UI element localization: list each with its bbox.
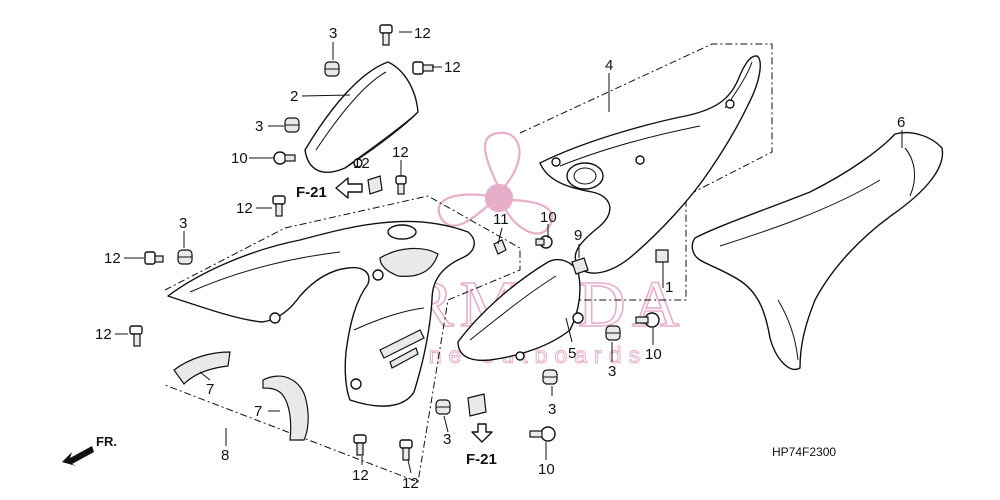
callout-11: 11 xyxy=(493,211,509,228)
trim-strip-part-7a xyxy=(173,351,231,385)
callout-8: 8 xyxy=(221,447,229,464)
grommet-icon xyxy=(177,249,193,265)
callout-10: 10 xyxy=(540,209,557,226)
callout-10: 10 xyxy=(231,150,248,167)
grommet-icon xyxy=(284,117,300,133)
callout-12: 12 xyxy=(402,475,419,492)
callout-3: 3 xyxy=(548,401,556,418)
screw-icon xyxy=(379,24,393,46)
screw-icon xyxy=(129,325,143,347)
front-direction-arrow-icon xyxy=(62,446,94,466)
callout-12: 12 xyxy=(414,25,431,42)
callout-10: 10 xyxy=(538,461,555,478)
callout-5: 5 xyxy=(568,345,576,362)
guard-part-6 xyxy=(691,131,944,371)
reference-label: F-21 xyxy=(466,451,497,468)
callout-12: 12 xyxy=(392,144,409,161)
clip-nut-icon xyxy=(367,175,383,195)
leader-lines xyxy=(115,31,903,474)
reference-arrow-icon xyxy=(471,423,493,443)
side-panel-part-4 xyxy=(539,55,761,274)
bolt-icon xyxy=(529,426,556,442)
left-assembly-box xyxy=(164,195,521,483)
screw-icon xyxy=(399,439,413,461)
reference-label: F-21 xyxy=(296,184,327,201)
callout-12: 12 xyxy=(95,326,112,343)
right-assembly-box xyxy=(519,43,773,301)
clip-nut-icon xyxy=(655,249,669,263)
callout-9: 9 xyxy=(574,227,582,244)
callout-1: 1 xyxy=(665,279,673,296)
watermark-propeller-logo xyxy=(437,131,554,235)
callout-4: 4 xyxy=(605,57,613,74)
callout-12: 12 xyxy=(352,467,369,484)
reference-arrow-icon xyxy=(335,177,363,199)
clip-nut-icon xyxy=(467,393,487,417)
screw-icon xyxy=(395,175,407,195)
grommet-icon xyxy=(542,369,558,385)
trim-strip-part-7b xyxy=(262,375,309,441)
callout-3: 3 xyxy=(329,25,337,42)
callout-2: 2 xyxy=(290,88,298,105)
callout-12: 12 xyxy=(236,200,253,217)
upper-cover-part-2 xyxy=(304,61,419,173)
diagram-code: HP74F2300 xyxy=(772,445,836,459)
bolt-icon xyxy=(273,151,296,165)
screw-icon xyxy=(353,434,367,456)
grommet-icon xyxy=(324,61,340,77)
grommet-icon xyxy=(435,399,451,415)
callout-3: 3 xyxy=(255,118,263,135)
bolt-icon xyxy=(635,312,660,328)
grommet-icon xyxy=(605,325,621,341)
clip-nut-icon xyxy=(493,239,507,255)
callout-3: 3 xyxy=(608,363,616,380)
callout-7: 7 xyxy=(206,381,214,398)
center-panel-part-5 xyxy=(457,258,584,362)
clip-nut-icon xyxy=(571,257,589,275)
screw-icon xyxy=(272,195,286,217)
callout-numbers: 1 2 3 3 3 3 3 3 4 5 6 7 7 8 9 10 10 10 1… xyxy=(95,25,905,492)
bolt-icon xyxy=(535,235,553,249)
callout-3: 3 xyxy=(179,215,187,232)
callout-3: 3 xyxy=(443,431,451,448)
callout-7: 7 xyxy=(254,403,262,420)
direction-label: FR. xyxy=(96,434,117,449)
callout-6: 6 xyxy=(897,114,905,131)
callout-10: 10 xyxy=(645,346,662,363)
screw-icon xyxy=(144,251,164,265)
callout-12: 12 xyxy=(104,250,121,267)
screw-icon xyxy=(412,61,434,75)
side-panel-part-8 xyxy=(167,220,475,407)
callout-12: 12 xyxy=(353,155,370,172)
callout-12: 12 xyxy=(444,59,461,76)
